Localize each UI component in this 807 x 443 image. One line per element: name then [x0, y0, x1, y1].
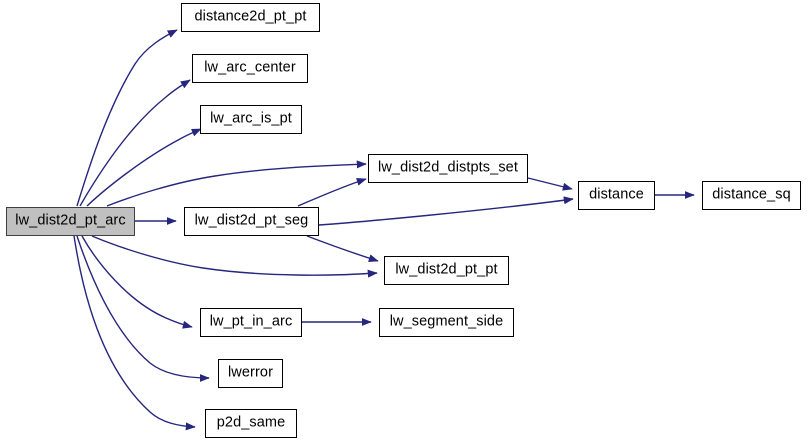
graph-node-label: distance_sq: [712, 186, 791, 203]
graph-node-lw_dist2d_distpts_set[interactable]: lw_dist2d_distpts_set: [368, 154, 528, 183]
graph-edge-lw_dist2d_pt_seg-to-lw_dist2d_pt_pt: [306, 235, 379, 263]
graph-node-lw_arc_is_pt[interactable]: lw_arc_is_pt: [200, 105, 302, 134]
graph-edge-lw_dist2d_pt_arc-to-lw_dist2d_pt_pt: [91, 235, 378, 278]
graph-node-distance_sq[interactable]: distance_sq: [702, 181, 801, 210]
graph-node-label: lw_arc_is_pt: [210, 110, 292, 127]
graph-edge-lw_dist2d_pt_seg-to-lw_dist2d_distpts_set: [297, 177, 367, 207]
edges-group: [73, 29, 695, 431]
graph-edge-lw_dist2d_pt_seg-to-distance: [318, 196, 574, 226]
graph-edge-lw_dist2d_pt_arc-to-lwerror: [76, 235, 210, 382]
graph-node-lw_arc_center[interactable]: lw_arc_center: [192, 54, 308, 83]
graph-node-lw_dist2d_pt_pt[interactable]: lw_dist2d_pt_pt: [384, 256, 509, 285]
graph-node-p2d_same[interactable]: p2d_same: [205, 409, 297, 438]
graph-node-distance2d_pt_pt[interactable]: distance2d_pt_pt: [181, 3, 320, 32]
graph-node-distance[interactable]: distance: [578, 181, 655, 210]
graph-node-label: lw_dist2d_pt_pt: [395, 261, 498, 278]
graph-edge-lw_dist2d_pt_arc-to-p2d_same: [73, 235, 196, 431]
graph-node-lw_segment_side[interactable]: lw_segment_side: [379, 308, 514, 337]
graph-edge-lw_dist2d_pt_arc-to-lw_dist2d_distpts_set: [106, 160, 367, 207]
graph-edge-lw_dist2d_distpts_set-to-distance: [527, 177, 573, 191]
graph-node-label: lw_segment_side: [389, 313, 504, 330]
graph-node-lw_dist2d_pt_seg[interactable]: lw_dist2d_pt_seg: [184, 207, 319, 236]
graph-edge-lw_dist2d_pt_arc-to-lw_arc_center: [79, 79, 191, 207]
graph-node-label: lw_dist2d_pt_seg: [194, 212, 309, 229]
graph-node-label: lw_pt_in_arc: [209, 313, 293, 330]
graph-edge-lw_dist2d_pt_arc-to-lw_pt_in_arc: [81, 235, 193, 329]
graph-edge-lw_dist2d_pt_arc-to-distance2d_pt_pt: [76, 29, 178, 207]
graph-node-label: distance2d_pt_pt: [194, 8, 307, 25]
graph-node-label: distance: [589, 186, 644, 203]
graph-node-label: lwerror: [227, 364, 273, 381]
graph-node-lwerror[interactable]: lwerror: [218, 359, 283, 388]
graph-node-label: lw_arc_center: [204, 59, 296, 76]
graph-node-label: p2d_same: [216, 414, 286, 431]
graph-node-label: lw_dist2d_pt_arc: [15, 212, 126, 229]
graph-node-lw_dist2d_pt_arc[interactable]: lw_dist2d_pt_arc: [6, 207, 135, 236]
graph-node-lw_pt_in_arc[interactable]: lw_pt_in_arc: [200, 308, 302, 337]
graph-edge-lw_dist2d_pt_arc-to-lw_arc_is_pt: [86, 128, 202, 207]
graph-node-label: lw_dist2d_distpts_set: [378, 159, 518, 176]
